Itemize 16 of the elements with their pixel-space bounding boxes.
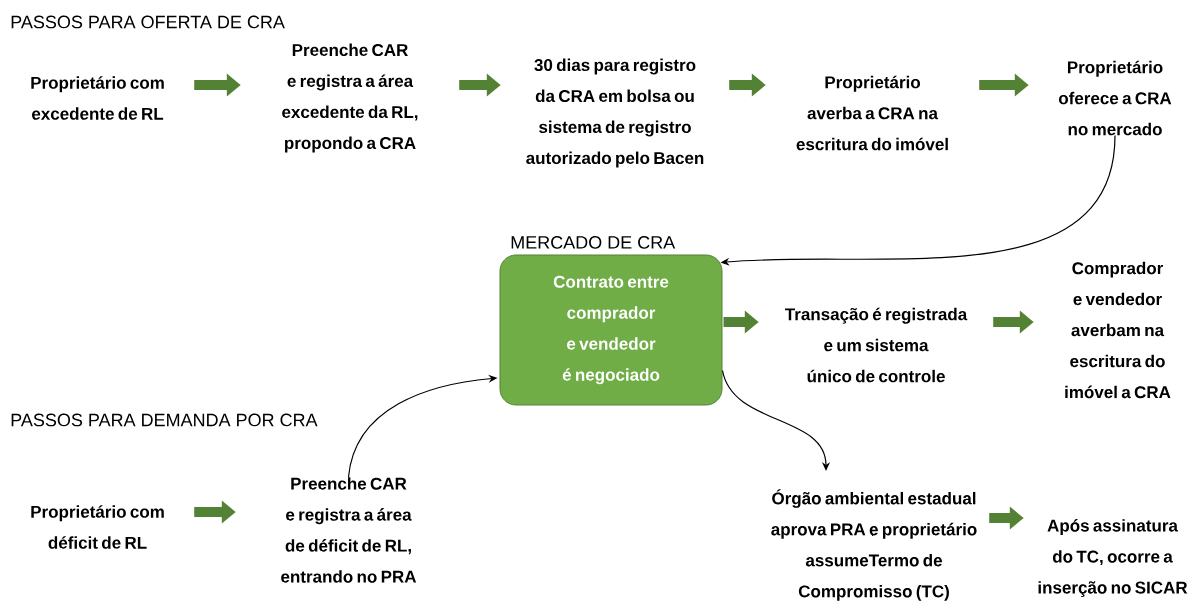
step-text: Órgão ambiental estadual aprova PRA e proprietário assumeTermo de Compromisso (TC) — [771, 489, 977, 601]
step-text: Proprietário averba a CRA na escritura do imóvel — [796, 75, 948, 151]
section-heading: PASSOS PARA OFERTA DE CRA — [11, 15, 285, 29]
step-text: Comprador e vendedor averbam na escritura do imóvel a CRA — [1065, 261, 1171, 399]
step-text: 30 dias para registro da CRA em bolsa ou sistema de registro autorizado pelo Bacen — [526, 58, 704, 168]
process-box: MERCADO DE CRA Contrato entre comprador e vendedor é negociado — [499, 236, 723, 406]
step-text: Preenche CAR e registra a área de déficit de RL, entrando no PRA — [281, 477, 417, 583]
step-text: Proprietário com déficit de RL — [31, 505, 164, 549]
step-text: Preenche CAR e registra a área excedente da RL, propondo a CRA — [282, 43, 418, 153]
section-heading: PASSOS PARA DEMANDA POR CRA — [11, 413, 318, 427]
node-label: MERCADO DE CRA — [511, 236, 676, 249]
curved-arrow — [721, 369, 831, 471]
step-text: Transação é registrada e um sistema único de controle — [785, 307, 968, 383]
step-text: Proprietário com excedente de RL — [31, 76, 164, 120]
step-text: Após assinatura do TC, ocorre a inserção no SICAR — [1038, 519, 1188, 597]
step-text: Proprietário oferece a CRA no mercado — [1058, 60, 1172, 136]
